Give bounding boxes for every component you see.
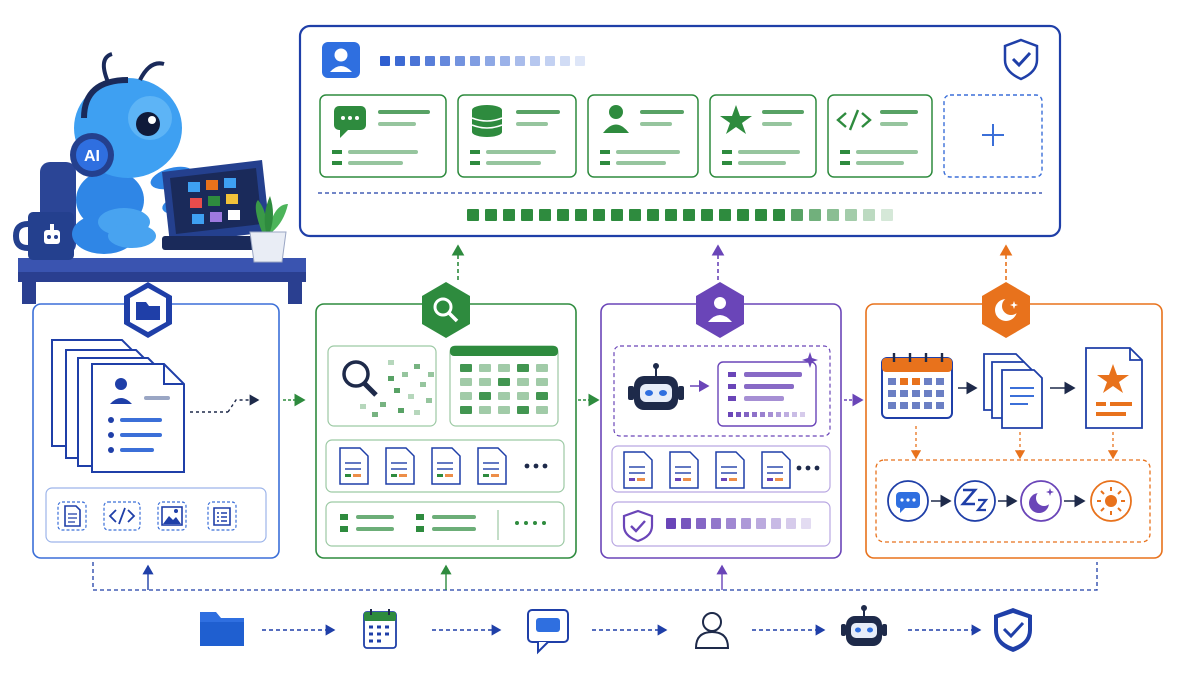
sun-icon <box>1090 480 1132 522</box>
user-icon <box>694 612 730 649</box>
shield-check-icon <box>622 509 654 543</box>
document-row <box>623 451 791 489</box>
memory-card-database[interactable] <box>457 94 577 178</box>
sparkle-icon <box>802 352 818 368</box>
list-icon <box>207 501 237 531</box>
add-memory-card[interactable] <box>943 94 1043 178</box>
plus-icon <box>982 124 1004 146</box>
documents-icon <box>983 353 1043 429</box>
sleep-zz-icon <box>954 480 996 522</box>
document-stack <box>51 339 185 473</box>
shield-check-icon <box>1003 38 1039 81</box>
header-progress-bar <box>380 56 585 66</box>
headset-icon <box>70 77 129 177</box>
star-document-icon <box>1085 347 1143 429</box>
code-icon <box>103 501 141 531</box>
person-icon <box>696 282 744 338</box>
robot-icon <box>628 363 684 410</box>
robot-icon <box>841 605 887 646</box>
calendar-icon <box>363 609 397 649</box>
mascot-scene: AI <box>12 52 306 304</box>
database-icon <box>471 105 503 137</box>
magnifier-icon <box>342 360 378 397</box>
memory-progress-bar <box>467 209 893 221</box>
person-icon <box>603 105 629 133</box>
robot-mug-icon <box>12 212 74 260</box>
folder-icon <box>124 282 172 338</box>
chat-icon <box>527 609 569 655</box>
memory-card-person[interactable] <box>587 94 699 178</box>
shield-check-icon <box>994 608 1032 652</box>
memory-store-panel <box>298 24 1062 238</box>
stage-consolidate <box>865 282 1163 559</box>
memory-card-code[interactable] <box>827 94 933 178</box>
moon-icon <box>1020 480 1062 522</box>
more-icon <box>524 463 548 469</box>
potted-plant-icon <box>249 196 288 263</box>
moon-icon <box>982 282 1030 338</box>
calendar-icon <box>881 353 953 419</box>
memory-card-chat[interactable] <box>319 94 447 178</box>
star-icon <box>720 105 752 134</box>
feedback-loop <box>92 562 1098 591</box>
stage-collect <box>32 282 280 559</box>
ai-badge-label: AI <box>84 148 100 165</box>
search-icon <box>422 282 470 338</box>
document-icon <box>57 501 87 531</box>
user-icon <box>322 42 360 78</box>
grid-table-icon <box>449 345 559 427</box>
stage-search <box>315 282 577 559</box>
scatter-points <box>360 360 434 417</box>
stage-agent <box>600 282 842 559</box>
memory-card-star[interactable] <box>709 94 817 178</box>
document-row <box>339 447 507 485</box>
bottom-flow <box>200 605 1032 655</box>
code-icon <box>836 109 872 131</box>
chat-icon <box>887 480 929 522</box>
agent-progress-bar <box>666 518 811 529</box>
folder-icon <box>200 612 244 646</box>
chat-icon <box>334 106 366 138</box>
image-icon <box>157 501 187 531</box>
tablet-icon <box>162 160 274 250</box>
more-icon <box>796 465 820 471</box>
more-icon <box>515 521 546 525</box>
